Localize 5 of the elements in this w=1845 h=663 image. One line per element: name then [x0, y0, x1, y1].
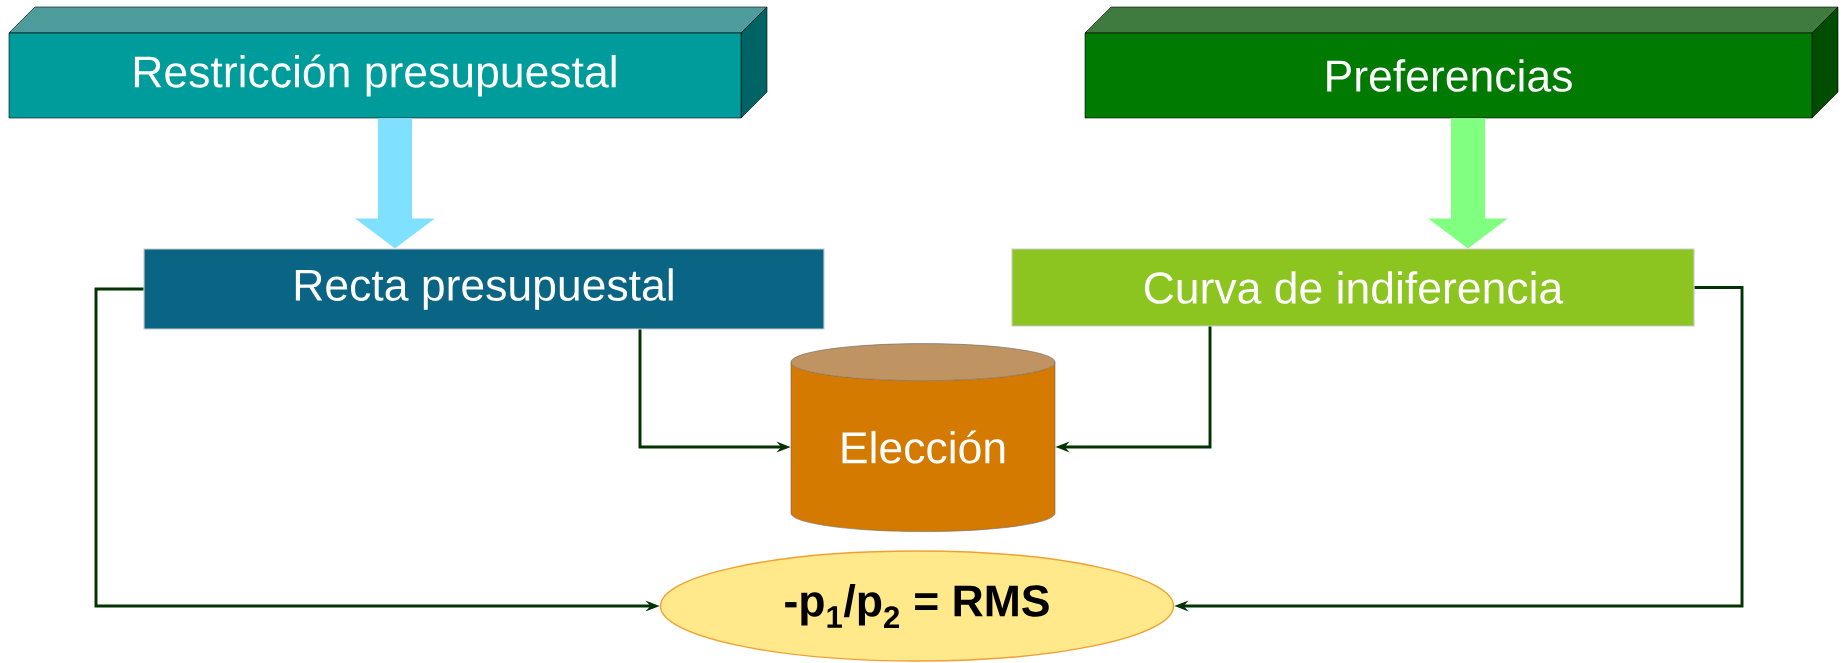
- process-box: Curva de indiferencia: [1011, 248, 1695, 327]
- box-3d: Preferencias: [1084, 6, 1839, 119]
- box-3d: Restricción presupuestal: [8, 6, 768, 119]
- process-box: Recta presupuestal: [143, 248, 825, 330]
- cylinder: Elección: [790, 343, 1056, 532]
